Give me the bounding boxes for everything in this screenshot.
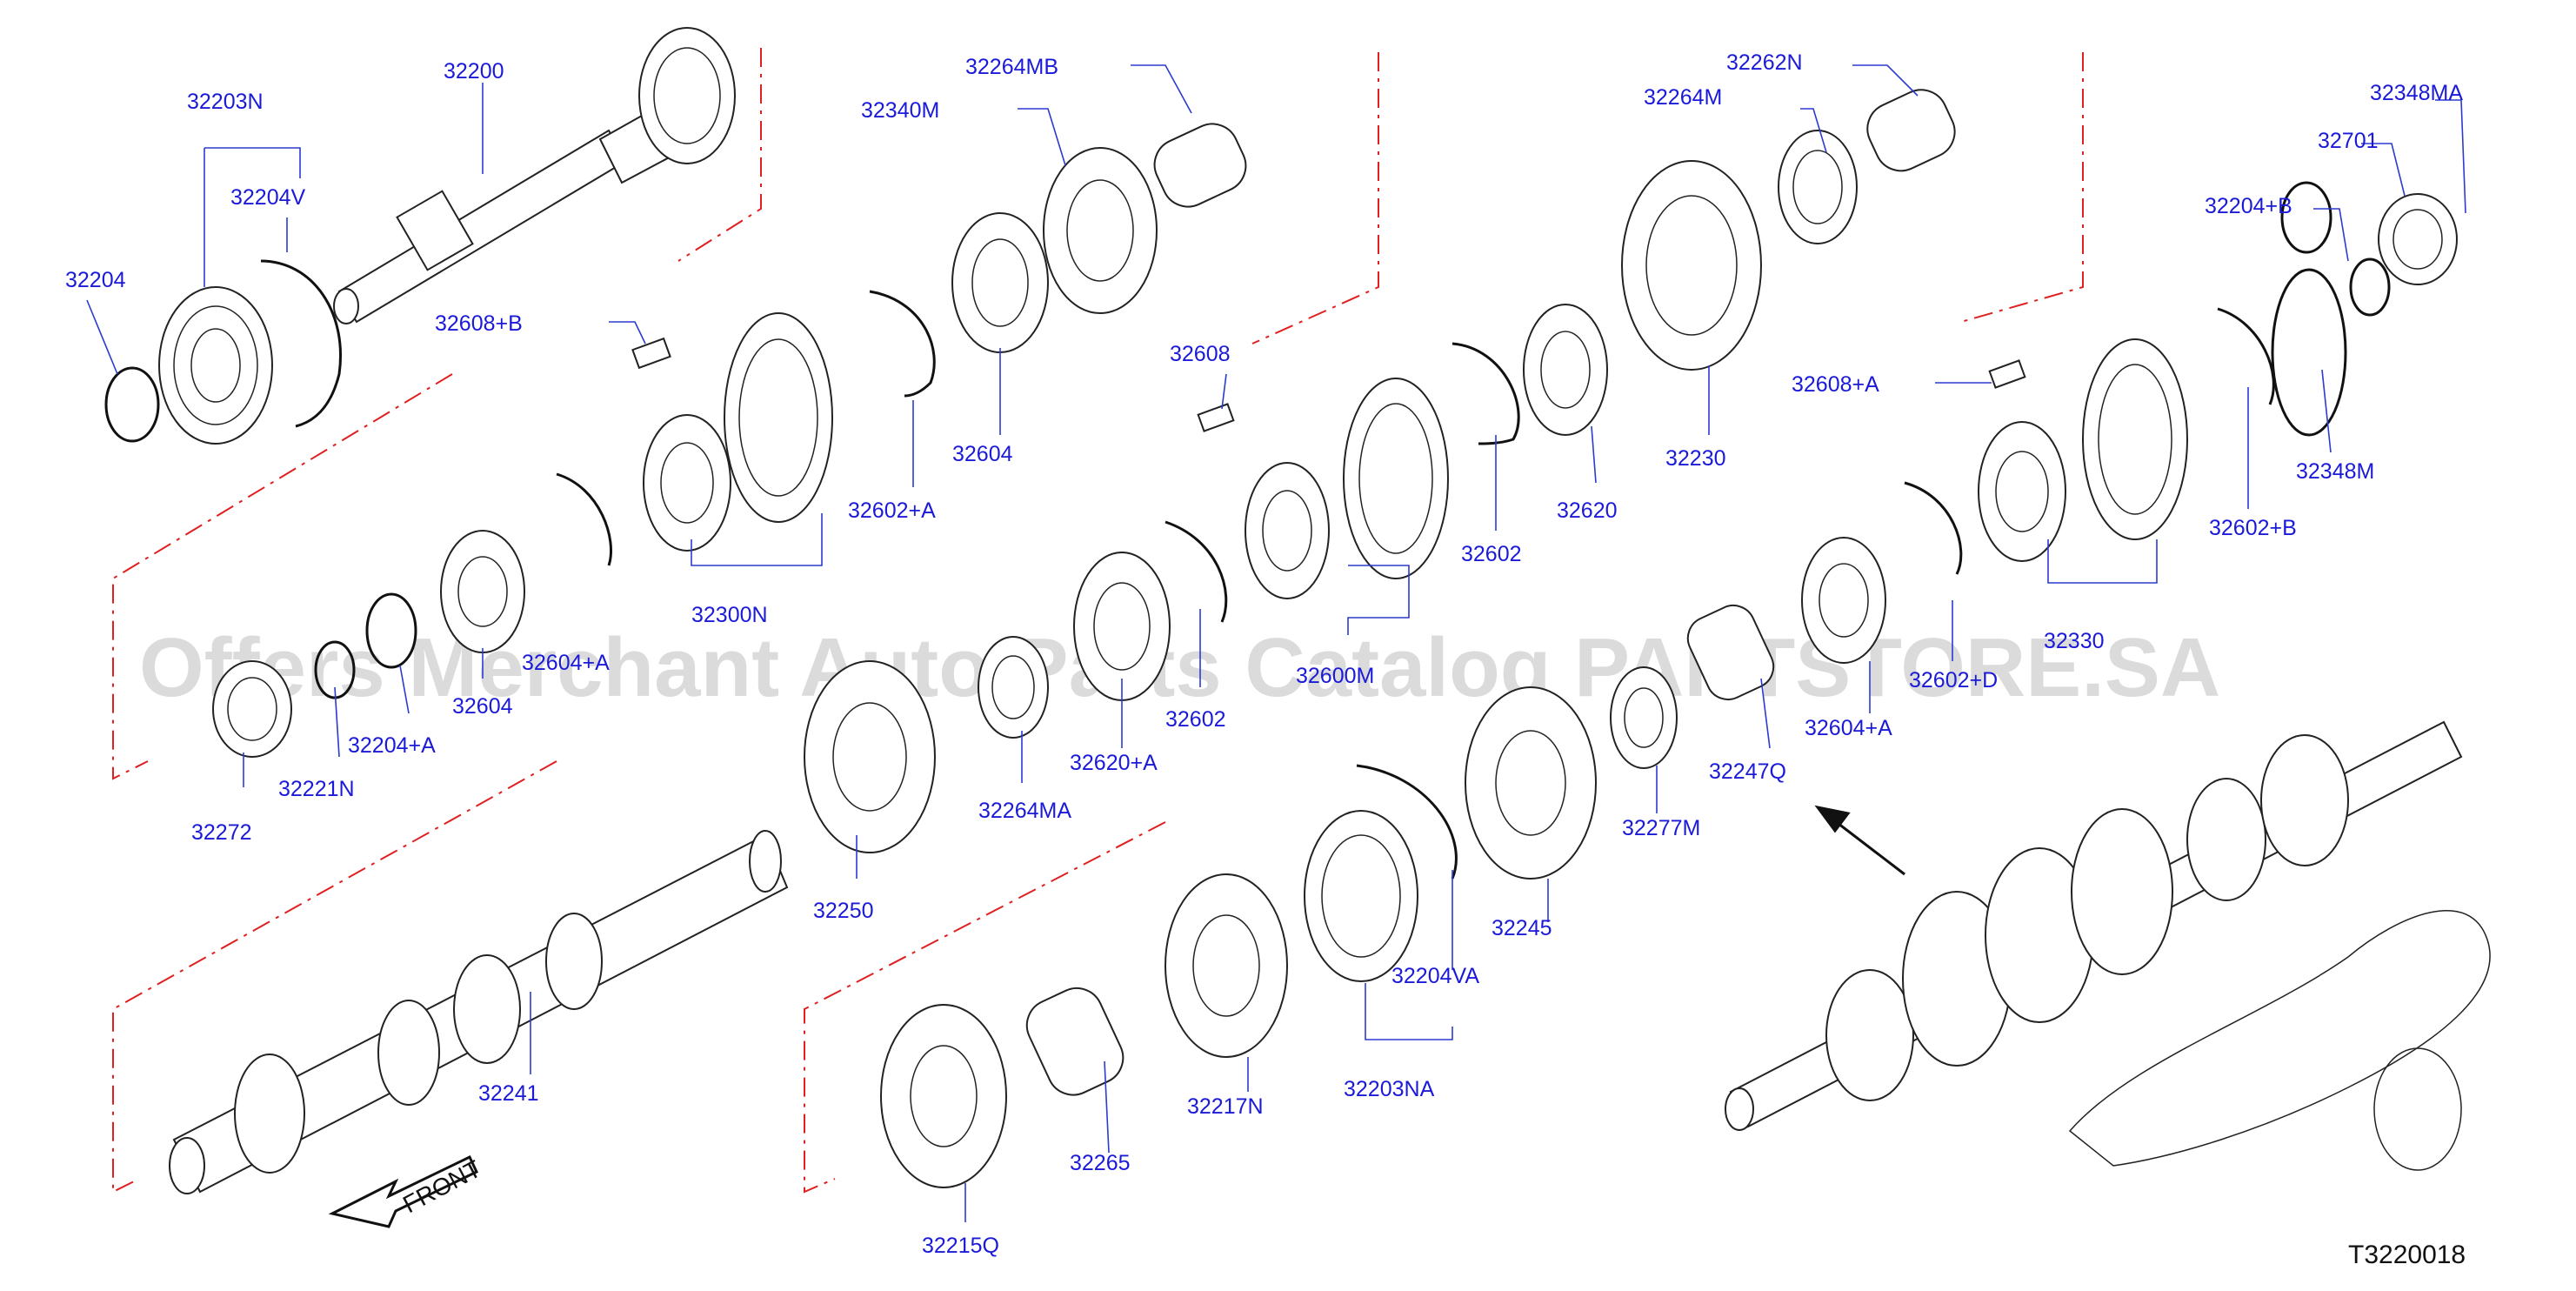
left-small-parts-drawing [212, 530, 525, 758]
part-labels: 32203N 32200 32204V 32204 32264MB 32340M… [65, 50, 2463, 1258]
assembled-shaft-drawing [1725, 720, 2491, 1171]
part-label-32247Q: 32247Q [1709, 759, 1786, 784]
part-drawings [104, 27, 2491, 1194]
part-label-32264MA: 32264MA [978, 799, 1071, 823]
leader-lines [86, 64, 2466, 1222]
part-label-32215Q: 32215Q [922, 1234, 999, 1258]
assembly-outlines [112, 48, 2084, 1194]
right-group-drawing [880, 181, 2458, 1188]
part-label-32340M: 32340M [861, 98, 939, 123]
part-label-32620-A: 32620+A [1070, 751, 1158, 775]
part-label-32204: 32204 [65, 268, 126, 292]
part-label-32245: 32245 [1492, 916, 1552, 940]
part-label-32241: 32241 [478, 1081, 539, 1106]
part-label-32602-a: 32602 [1461, 542, 1522, 566]
part-label-32264M: 32264M [1644, 85, 1722, 110]
synchro-group-1-drawing [556, 123, 1247, 566]
part-label-32277M: 32277M [1622, 816, 1700, 840]
part-label-32604-A-left: 32604+A [522, 651, 610, 675]
snap-ring-drawing [104, 366, 160, 443]
part-label-32602-B: 32602+B [2209, 516, 2297, 540]
part-label-32701: 32701 [2318, 129, 2379, 153]
part-label-32272: 32272 [191, 820, 252, 845]
part-label-32204-A: 32204+A [348, 733, 436, 758]
part-label-32204V: 32204V [230, 185, 306, 210]
part-label-32608-B: 32608+B [435, 311, 523, 336]
mainshaft-drawing [169, 830, 789, 1194]
part-label-32264MB: 32264MB [965, 55, 1058, 79]
part-label-32203NA: 32203NA [1344, 1077, 1435, 1101]
part-label-32300N: 32300N [691, 603, 768, 627]
part-label-32203N: 32203N [187, 90, 264, 114]
part-label-32250: 32250 [813, 899, 874, 923]
part-label-32602-b: 32602 [1165, 707, 1226, 732]
part-label-32348MA: 32348MA [2370, 81, 2463, 105]
part-label-32602-A: 32602+A [848, 498, 936, 523]
middle-gears-drawing [804, 89, 1956, 853]
part-label-32604-b: 32604 [452, 694, 513, 719]
input-shaft-drawing [333, 27, 736, 324]
part-label-32230: 32230 [1665, 446, 1726, 471]
diagram-code: T3220018 [2348, 1241, 2466, 1269]
part-label-32262N: 32262N [1726, 50, 1803, 75]
part-label-32200: 32200 [444, 59, 504, 84]
front-arrow-icon [328, 1154, 478, 1228]
bearing-drawing [158, 259, 342, 445]
part-label-32265: 32265 [1070, 1151, 1131, 1175]
part-label-32330: 32330 [2044, 629, 2105, 653]
part-label-32608: 32608 [1170, 342, 1231, 366]
arrows [328, 805, 1905, 1228]
part-label-32204-B: 32204+B [2205, 194, 2292, 218]
part-label-32217N: 32217N [1187, 1094, 1264, 1119]
part-label-32604-a: 32604 [952, 442, 1013, 466]
part-label-32608-A: 32608+A [1792, 372, 1879, 397]
part-label-32604-A: 32604+A [1805, 716, 1892, 740]
part-label-32620: 32620 [1557, 498, 1618, 523]
front-label: FRONT [398, 1155, 485, 1219]
part-label-32602-D: 32602+D [1909, 668, 1998, 692]
part-label-32204VA: 32204VA [1391, 964, 1479, 988]
part-label-32600M: 32600M [1296, 664, 1374, 688]
part-label-32221N: 32221N [278, 777, 355, 801]
part-label-32348M: 32348M [2296, 459, 2374, 484]
